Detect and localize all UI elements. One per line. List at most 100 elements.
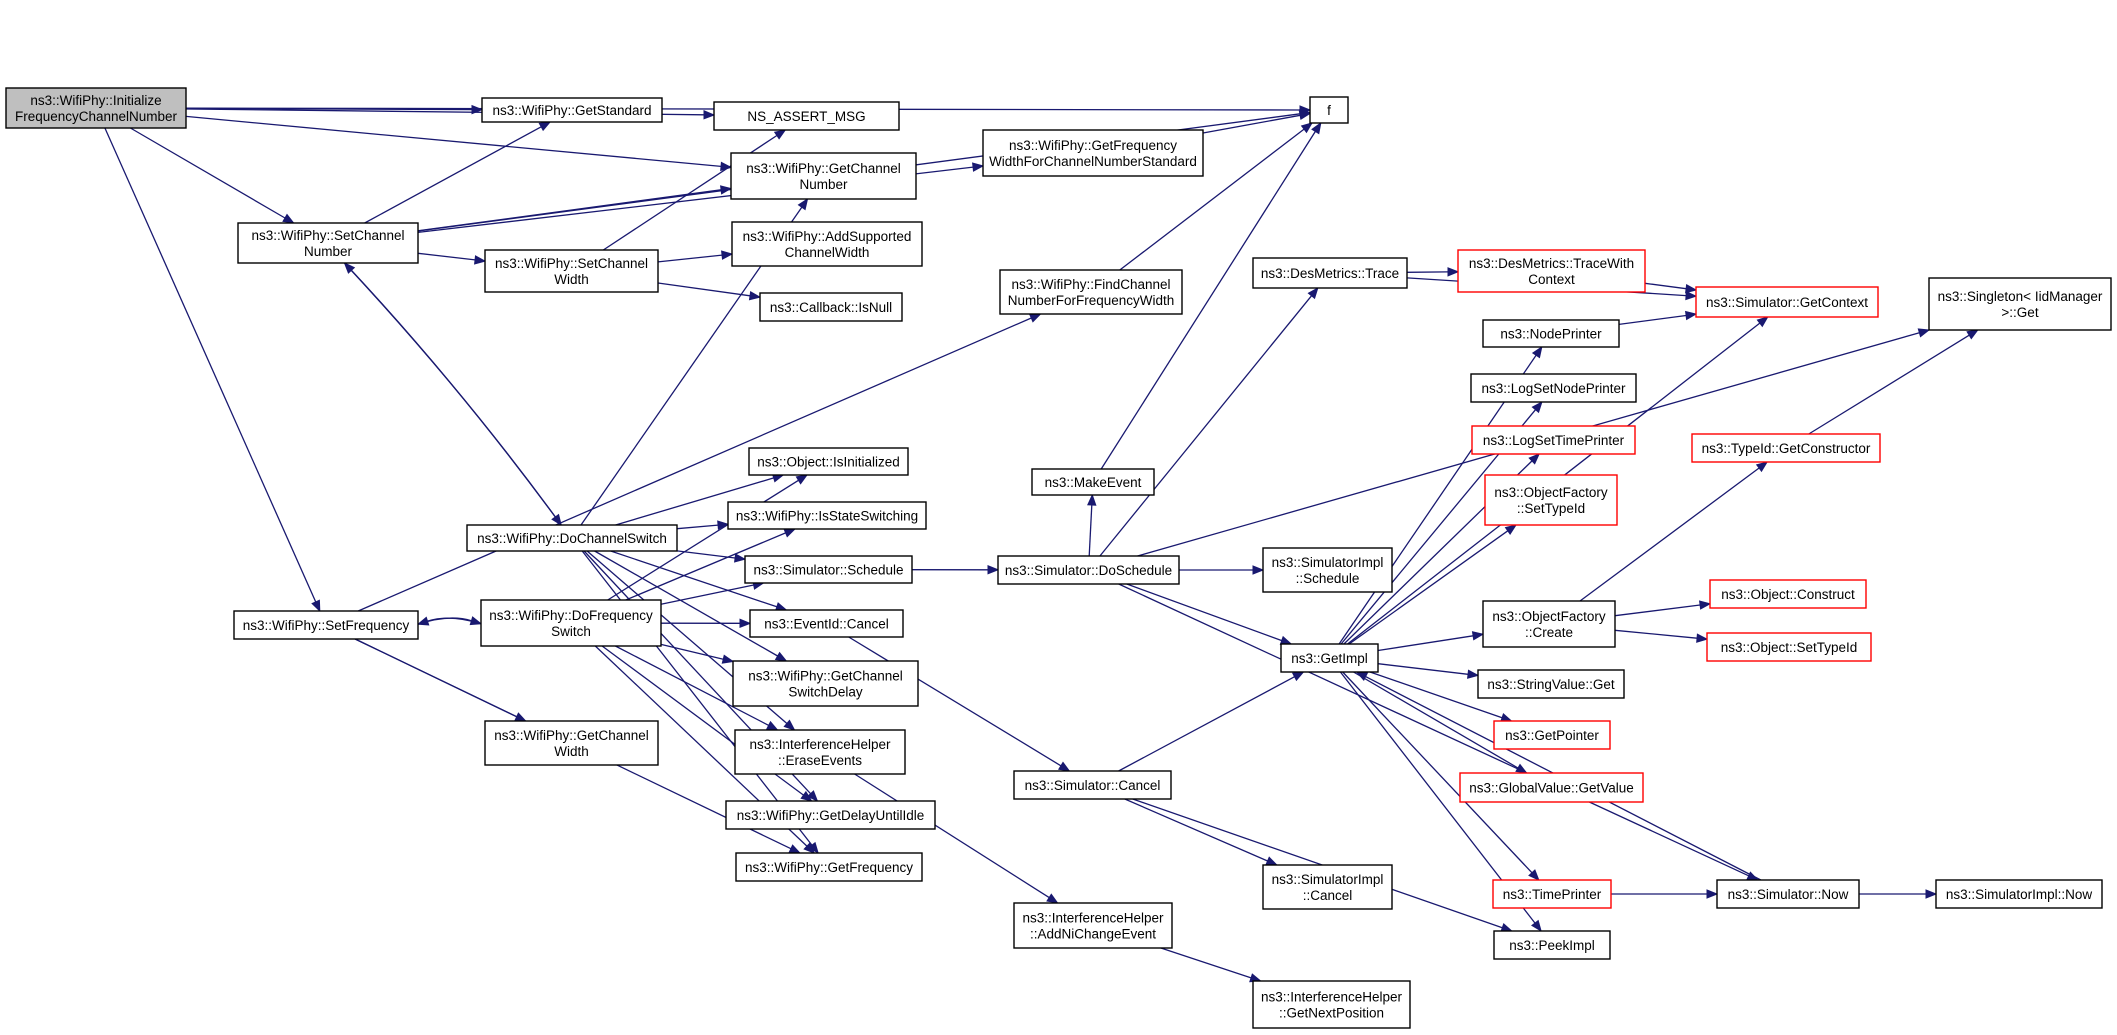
arrowhead-doChanSwitch-to-getDelayIdle bbox=[806, 790, 819, 802]
node-objSetTypeId[interactable]: ns3::Object::SetTypeId bbox=[1706, 632, 1872, 662]
node-eraseEvents[interactable]: ns3::InterferenceHelper::EraseEvents bbox=[734, 729, 906, 775]
node-simImplNow[interactable]: ns3::SimulatorImpl::Now bbox=[1935, 879, 2103, 909]
node-simDoSchedule[interactable]: ns3::Simulator::DoSchedule bbox=[997, 555, 1180, 585]
node-box bbox=[759, 292, 903, 322]
node-getFreqWidthStd[interactable]: ns3::WifiPhy::GetFrequencyWidthForChanne… bbox=[982, 129, 1204, 177]
node-box bbox=[1492, 879, 1612, 909]
node-label: >::Get bbox=[2001, 305, 2038, 320]
arrowhead-doFreqSwitch-to-getDelayIdle bbox=[800, 790, 813, 802]
node-label: ns3::WifiPhy::AddSupported bbox=[743, 229, 912, 244]
node-label: WidthForChannelNumberStandard bbox=[989, 154, 1197, 169]
node-objIsInit[interactable]: ns3::Object::IsInitialized bbox=[748, 447, 909, 476]
arrowhead-setChanNum-to-getFreqWidthStd bbox=[972, 162, 985, 172]
node-layer: ns3::WifiPhy::InitializeFrequencyChannel… bbox=[5, 87, 2112, 1029]
node-getImpl[interactable]: ns3::GetImpl bbox=[1280, 643, 1379, 673]
node-setFreq[interactable]: ns3::WifiPhy::SetFrequency bbox=[233, 610, 419, 640]
edge-doChanSwitch-to-eventCancel bbox=[610, 550, 778, 608]
node-makeEvent[interactable]: ns3::MakeEvent bbox=[1031, 468, 1155, 496]
node-simSchedule[interactable]: ns3::Simulator::Schedule bbox=[744, 555, 913, 584]
node-typeIdGetCtor[interactable]: ns3::TypeId::GetConstructor bbox=[1691, 433, 1881, 463]
node-box bbox=[481, 97, 663, 123]
node-box bbox=[1709, 579, 1867, 609]
node-simCancel[interactable]: ns3::Simulator::Cancel bbox=[1013, 770, 1172, 800]
node-nodePrinter[interactable]: ns3::NodePrinter bbox=[1482, 319, 1620, 348]
node-logSetTimePrinter[interactable]: ns3::LogSetTimePrinter bbox=[1471, 425, 1636, 455]
node-label: ns3::GetPointer bbox=[1505, 728, 1599, 743]
edge-getImpl-to-globalValGet bbox=[1353, 671, 1519, 769]
edge-doFreqSwitch-to-simSchedule bbox=[660, 584, 754, 605]
node-box bbox=[466, 524, 678, 552]
node-isStateSwitching[interactable]: ns3::WifiPhy::IsStateSwitching bbox=[727, 501, 927, 530]
node-box bbox=[233, 610, 419, 640]
node-label: ns3::MakeEvent bbox=[1045, 475, 1142, 490]
node-root[interactable]: ns3::WifiPhy::InitializeFrequencyChannel… bbox=[5, 87, 187, 129]
node-box bbox=[732, 660, 919, 707]
node-getDelayIdle[interactable]: ns3::WifiPhy::GetDelayUntilIdle bbox=[725, 800, 936, 830]
edge-simDoSchedule-to-makeEvent bbox=[1088, 504, 1093, 557]
node-stringValGet[interactable]: ns3::StringValue::Get bbox=[1477, 669, 1625, 699]
node-box bbox=[1252, 257, 1408, 289]
node-label: ns3::DesMetrics::Trace bbox=[1261, 266, 1399, 281]
node-label: ns3::PeekImpl bbox=[1509, 938, 1595, 953]
node-doChanSwitch[interactable]: ns3::WifiPhy::DoChannelSwitch bbox=[466, 524, 678, 552]
node-f[interactable]: f bbox=[1309, 96, 1349, 124]
node-label: ns3::WifiPhy::SetFrequency bbox=[243, 618, 410, 633]
node-simImplSchedule[interactable]: ns3::SimulatorImpl::Schedule bbox=[1262, 547, 1393, 593]
arrowhead-doFreqSwitch-to-eventCancel bbox=[739, 618, 752, 629]
arrowhead-setChanNum-to-getChanNum bbox=[720, 185, 733, 195]
arrowhead-doFreqSwitch-to-isStateSwitching bbox=[783, 528, 797, 538]
node-getStandard[interactable]: ns3::WifiPhy::GetStandard bbox=[481, 97, 663, 123]
node-objFactCreate[interactable]: ns3::ObjectFactory::Create bbox=[1482, 600, 1616, 648]
node-eventCancel[interactable]: ns3::EventId::Cancel bbox=[749, 609, 904, 638]
arrowhead-nodePrinter-to-simGetContext bbox=[1685, 310, 1698, 321]
node-label: ::EraseEvents bbox=[778, 753, 862, 768]
node-addNiChange[interactable]: ns3::InterferenceHelper::AddNiChangeEven… bbox=[1013, 902, 1173, 949]
node-box bbox=[1252, 980, 1411, 1029]
node-desTrace[interactable]: ns3::DesMetrics::Trace bbox=[1252, 257, 1408, 289]
arrowhead-getImpl-to-timePrinter bbox=[1528, 869, 1540, 881]
edge-typeIdGetCtor-to-singletonGet bbox=[1808, 334, 1970, 435]
node-getFrequency[interactable]: ns3::WifiPhy::GetFrequency bbox=[735, 852, 923, 882]
node-label: Context bbox=[1528, 272, 1575, 287]
node-globalValGet[interactable]: ns3::GlobalValue::GetValue bbox=[1459, 772, 1644, 803]
node-cbIsNull[interactable]: ns3::Callback::IsNull bbox=[759, 292, 903, 322]
node-simGetContext[interactable]: ns3::Simulator::GetContext bbox=[1695, 286, 1879, 318]
arrowhead-getImpl-to-objFactSetTypeId bbox=[1504, 524, 1518, 535]
node-label: ns3::SimulatorImpl::Now bbox=[1946, 887, 2093, 902]
node-timePrinter[interactable]: ns3::TimePrinter bbox=[1492, 879, 1612, 909]
node-label: ns3::SimulatorImpl bbox=[1272, 555, 1384, 570]
node-label: f bbox=[1327, 103, 1331, 118]
arrowhead-objFactCreate-to-objSetTypeId bbox=[1696, 633, 1709, 643]
arrowhead-simDoSchedule-to-desTrace bbox=[1307, 286, 1319, 300]
node-box bbox=[1013, 770, 1172, 800]
node-simImplCancel[interactable]: ns3::SimulatorImpl::Cancel bbox=[1262, 864, 1393, 910]
edge-simCancel-to-getImpl bbox=[1118, 676, 1295, 772]
node-simNow[interactable]: ns3::Simulator::Now bbox=[1716, 879, 1860, 909]
node-assert[interactable]: NS_ASSERT_MSG bbox=[713, 101, 900, 131]
node-findChanNum[interactable]: ns3::WifiPhy::FindChannelNumberForFreque… bbox=[999, 269, 1183, 315]
edge-eventCancel-to-simCancel bbox=[848, 636, 1062, 767]
node-objConstruct[interactable]: ns3::Object::Construct bbox=[1709, 579, 1867, 609]
node-label: ns3::WifiPhy::GetFrequency bbox=[745, 860, 913, 875]
edge-setChanNum-to-doChanSwitch bbox=[344, 262, 556, 518]
node-peekImpl[interactable]: ns3::PeekImpl bbox=[1493, 930, 1611, 960]
arrowhead-setChanWidth-to-cbIsNull bbox=[748, 290, 762, 301]
node-label: ns3::ObjectFactory bbox=[1492, 609, 1606, 624]
node-getPointer[interactable]: ns3::GetPointer bbox=[1493, 720, 1611, 750]
node-logSetNodePrinter[interactable]: ns3::LogSetNodePrinter bbox=[1470, 373, 1637, 403]
node-box bbox=[1477, 669, 1625, 699]
node-label: ns3::InterferenceHelper bbox=[1261, 990, 1403, 1005]
node-objFactSetTypeId[interactable]: ns3::ObjectFactory::SetTypeId bbox=[1484, 474, 1618, 526]
node-label: ns3::WifiPhy::GetChannel bbox=[748, 669, 903, 684]
node-singletonGet[interactable]: ns3::Singleton< IidManager>::Get bbox=[1928, 277, 2112, 331]
node-getNextPos[interactable]: ns3::InterferenceHelper::GetNextPosition bbox=[1252, 980, 1411, 1029]
